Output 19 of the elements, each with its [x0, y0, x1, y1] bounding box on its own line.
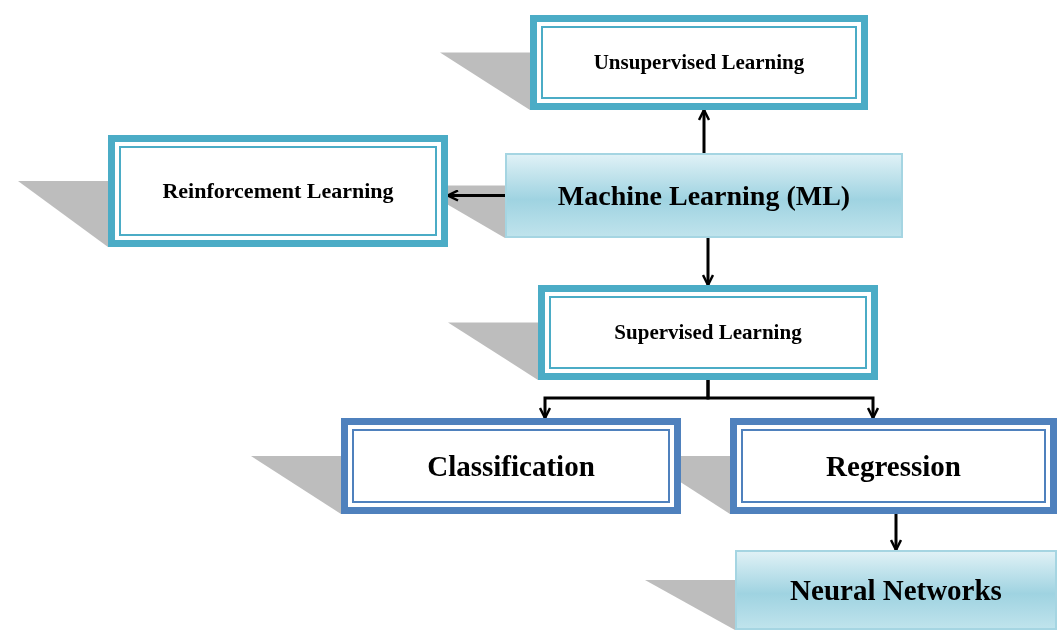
arrow: [701, 238, 715, 287]
box-label: Neural Networks: [790, 572, 1002, 608]
arrow: [446, 189, 505, 202]
box-label: Classification: [427, 448, 595, 484]
process-box: [341, 418, 681, 514]
process-box: [538, 285, 878, 380]
box-label: Machine Learning (ML): [557, 179, 851, 213]
arrow: [697, 108, 711, 153]
process-box: [735, 550, 1057, 630]
box-label: Unsupervised Learning: [593, 49, 805, 76]
box-label: Regression: [826, 448, 961, 484]
process-box: [505, 153, 903, 238]
box-label: Reinforcement Learning: [162, 177, 394, 205]
process-box: [530, 15, 868, 110]
arrow: [706, 380, 880, 420]
process-box: [108, 135, 448, 247]
process-box: [730, 418, 1057, 514]
arrow: [889, 514, 903, 552]
box-label: Supervised Learning: [614, 319, 802, 346]
